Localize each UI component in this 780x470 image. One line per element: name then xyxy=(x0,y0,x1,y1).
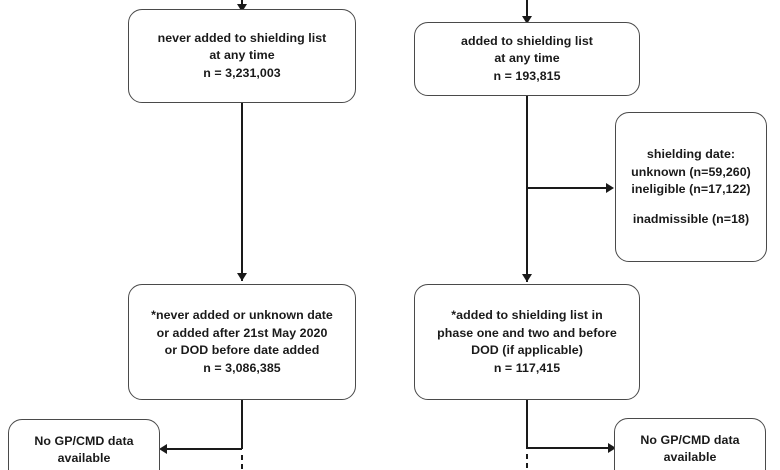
box-line: unknown (n=59,260) xyxy=(631,164,751,179)
box-no-gp-cmd-data-right: No GP/CMD data available n = 22,171 xyxy=(614,418,766,470)
box-line: or added after 21st May 2020 xyxy=(156,325,328,340)
box-line: *never added or unknown date xyxy=(151,308,333,322)
connector-left-top-to-mid xyxy=(241,103,243,281)
arrowhead-right-to-no-data xyxy=(608,443,616,453)
connector-right-mid-down xyxy=(526,400,528,449)
box-line: ineligible (n=17,122) xyxy=(631,182,751,196)
box-line: n = 117,415 xyxy=(493,360,561,375)
box-no-gp-cmd-data-left: No GP/CMD data available n = 579,007 xyxy=(8,419,160,470)
connector-right-to-no-data xyxy=(526,447,610,449)
box-line: at any time xyxy=(209,48,275,63)
connector-right-mid-continue xyxy=(526,454,528,470)
box-line: n = 3,086,385 xyxy=(203,360,281,375)
box-line: n = 22,171 xyxy=(660,467,720,470)
box-never-added-at-any-time: never added to shielding list at any tim… xyxy=(128,9,356,103)
connector-left-mid-continue xyxy=(241,455,243,470)
arrowhead-to-shielding-date-exclusions xyxy=(606,183,614,193)
box-line: available xyxy=(663,450,717,465)
box-added-phase-one-two: *added to shielding list in phase one an… xyxy=(414,284,640,400)
box-line: inadmissible (n=18) xyxy=(632,211,750,226)
box-line: n = 3,231,003 xyxy=(203,65,281,80)
arrowhead-left-to-no-data xyxy=(159,444,167,454)
box-line: or DOD before date added xyxy=(164,343,320,357)
box-line: No GP/CMD data xyxy=(34,433,134,448)
connector-to-shielding-date-exclusions xyxy=(526,187,608,189)
box-never-added-refined: *never added or unknown date or added af… xyxy=(128,284,356,400)
box-line: n = 193,815 xyxy=(493,68,561,83)
connector-left-to-no-data xyxy=(164,448,242,450)
arrowhead-right-top-to-mid xyxy=(522,274,532,282)
arrowhead-into-never-added-top xyxy=(237,4,247,12)
box-line: No GP/CMD data xyxy=(640,432,740,447)
connector-right-top-to-mid xyxy=(526,96,528,282)
box-line: DOD (if applicable) xyxy=(471,343,583,357)
arrowhead-into-added-top xyxy=(522,16,532,24)
box-line: n = 579,007 xyxy=(50,468,117,470)
box-line: *added to shielding list in xyxy=(451,308,603,322)
arrowhead-left-top-to-mid xyxy=(237,273,247,281)
box-line: available xyxy=(57,451,111,466)
connector-into-added-top xyxy=(526,0,528,24)
box-added-at-any-time: added to shielding list at any time n = … xyxy=(414,22,640,96)
connector-left-mid-down xyxy=(241,400,243,449)
box-line: phase one and two and before xyxy=(437,325,617,340)
box-line: added to shielding list xyxy=(461,33,593,48)
box-line: at any time xyxy=(494,51,560,66)
box-line: never added to shielding list xyxy=(157,30,327,45)
box-line: shielding date: xyxy=(646,147,736,161)
box-shielding-date-exclusions: shielding date: unknown (n=59,260) ineli… xyxy=(615,112,767,262)
